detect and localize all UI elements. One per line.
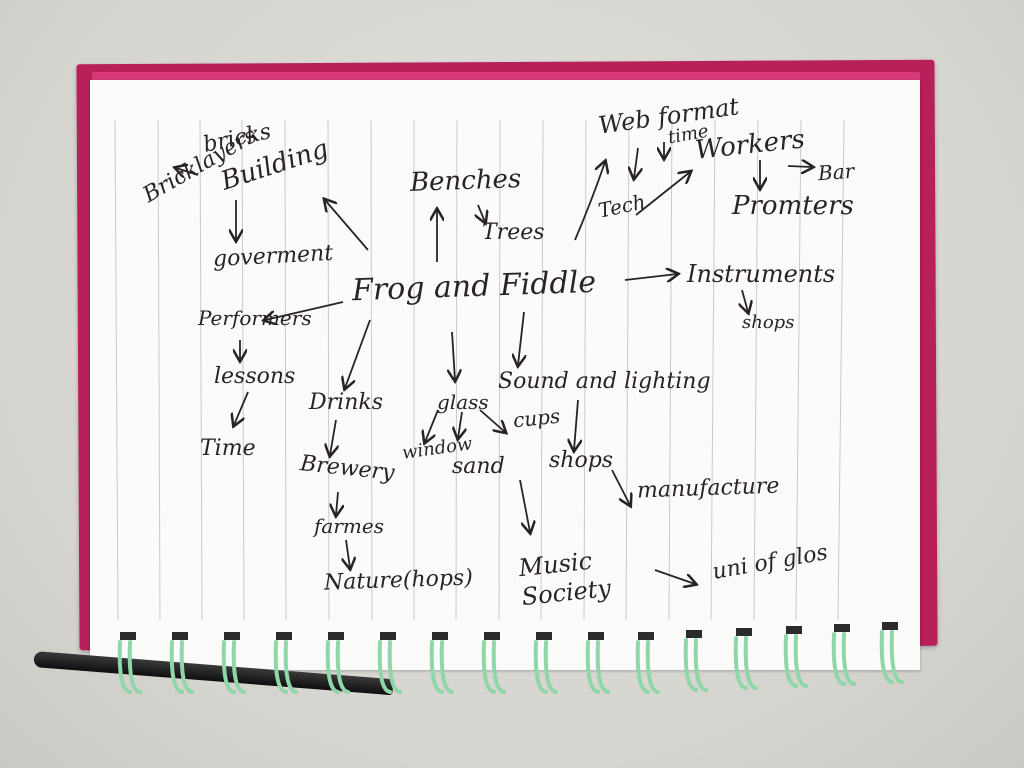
word-promoters: Promters [732, 193, 854, 219]
word-shops-mid: shops [549, 450, 613, 472]
word-instruments: Instruments [687, 262, 835, 286]
word-trees: Trees [482, 222, 545, 244]
word-drinks: Drinks [309, 392, 383, 414]
word-manufacture: manufacture [637, 476, 780, 503]
word-lessons: lessons [214, 366, 295, 388]
word-nature-hops: Nature(hops) [324, 567, 474, 594]
word-cups: cups [512, 406, 561, 431]
word-bar: Bar [817, 161, 854, 183]
word-benches: Benches [410, 166, 522, 196]
word-sound-and-lighting: Sound and lighting [498, 371, 711, 393]
word-frog-and-fiddle: Frog and Fiddle [352, 268, 597, 306]
word-shops-right: shops [742, 314, 794, 332]
word-performers: Performers [198, 308, 312, 328]
word-farmes: farmes [314, 516, 384, 536]
word-glass: glass [437, 392, 489, 412]
word-sand: sand [452, 456, 505, 478]
word-time-left: Time [200, 438, 256, 460]
